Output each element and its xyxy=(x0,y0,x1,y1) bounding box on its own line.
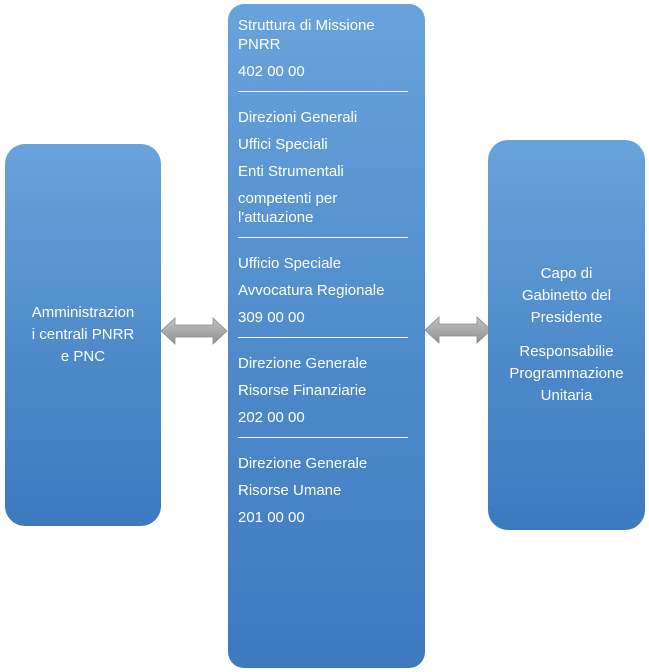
center-node-line: 309 00 00 xyxy=(238,309,305,326)
right-node: Capo di Gabinetto del Presidente Respons… xyxy=(488,140,645,530)
center-node-line: 202 00 00 xyxy=(238,409,305,426)
section-divider xyxy=(238,437,408,438)
section-divider xyxy=(238,337,408,338)
right-node-line: Gabinetto del xyxy=(521,287,612,304)
center-node-line: Direzioni Generali xyxy=(238,109,358,126)
right-node-paragraph: Responsabilie Programmazione Unitaria xyxy=(509,341,623,407)
right-node-paragraph: Capo di Gabinetto del Presidente xyxy=(522,263,611,329)
right-double-arrow-icon xyxy=(424,316,492,344)
right-node-line: Capo di xyxy=(540,265,593,282)
center-node-line: 402 00 00 xyxy=(238,63,305,80)
left-node-line: Amministrazion xyxy=(31,304,135,321)
right-node-line: Responsabilie xyxy=(519,343,614,360)
left-double-arrow-icon xyxy=(160,317,228,345)
center-node-line: Direzione Generale xyxy=(238,455,368,472)
center-node-line: Risorse Umane xyxy=(238,482,342,499)
right-node-line: Unitaria xyxy=(540,387,593,404)
left-node-line: i centrali PNRR xyxy=(31,326,135,343)
center-node-line: Struttura di Missione PNRR xyxy=(238,17,375,53)
center-node-line: Enti Strumentali xyxy=(238,163,344,180)
left-node-line: e PNC xyxy=(60,348,106,365)
center-node-line: Uffici Speciali xyxy=(238,136,328,153)
section-divider xyxy=(238,91,408,92)
center-node-line: 201 00 00 xyxy=(238,509,305,526)
center-node-line: Avvocatura Regionale xyxy=(238,282,385,299)
center-node: Struttura di Missione PNRR 402 00 00 Dir… xyxy=(228,4,425,668)
left-node: Amministrazion i centrali PNRR e PNC xyxy=(5,144,161,526)
right-node-line: Programmazione xyxy=(509,365,624,382)
section-divider xyxy=(238,237,408,238)
right-node-line: Presidente xyxy=(530,309,603,326)
center-node-line: Direzione Generale xyxy=(238,355,368,372)
center-node-line: Risorse Finanziarie xyxy=(238,382,367,399)
center-node-line: Ufficio Speciale xyxy=(238,255,342,272)
center-node-line: competenti per l'attuazione xyxy=(238,190,338,226)
